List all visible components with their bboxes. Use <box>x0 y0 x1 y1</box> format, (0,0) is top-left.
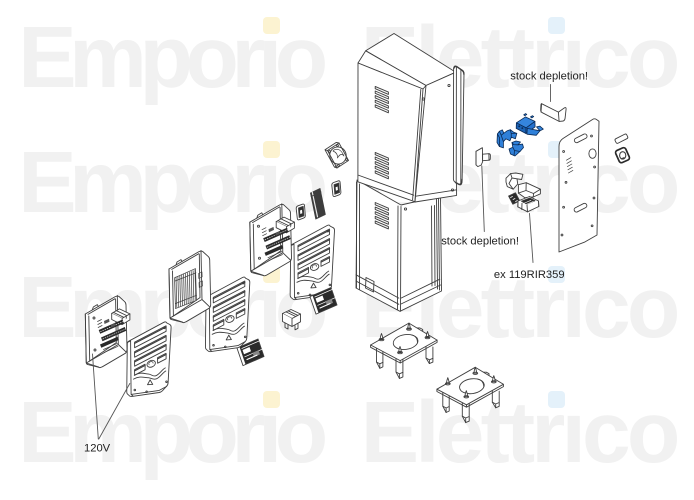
svg-text:120V: 120V <box>84 443 111 455</box>
svg-text:stock depletion!: stock depletion! <box>510 71 588 83</box>
svg-text:Elettrıco: Elettrıco <box>361 383 678 481</box>
svg-text:Emporıo: Emporıo <box>18 8 325 106</box>
svg-text:Emporıo: Emporıo <box>18 383 325 481</box>
svg-text:ex 119RIR359: ex 119RIR359 <box>494 269 565 281</box>
svg-text:stock depletion!: stock depletion! <box>441 236 519 248</box>
